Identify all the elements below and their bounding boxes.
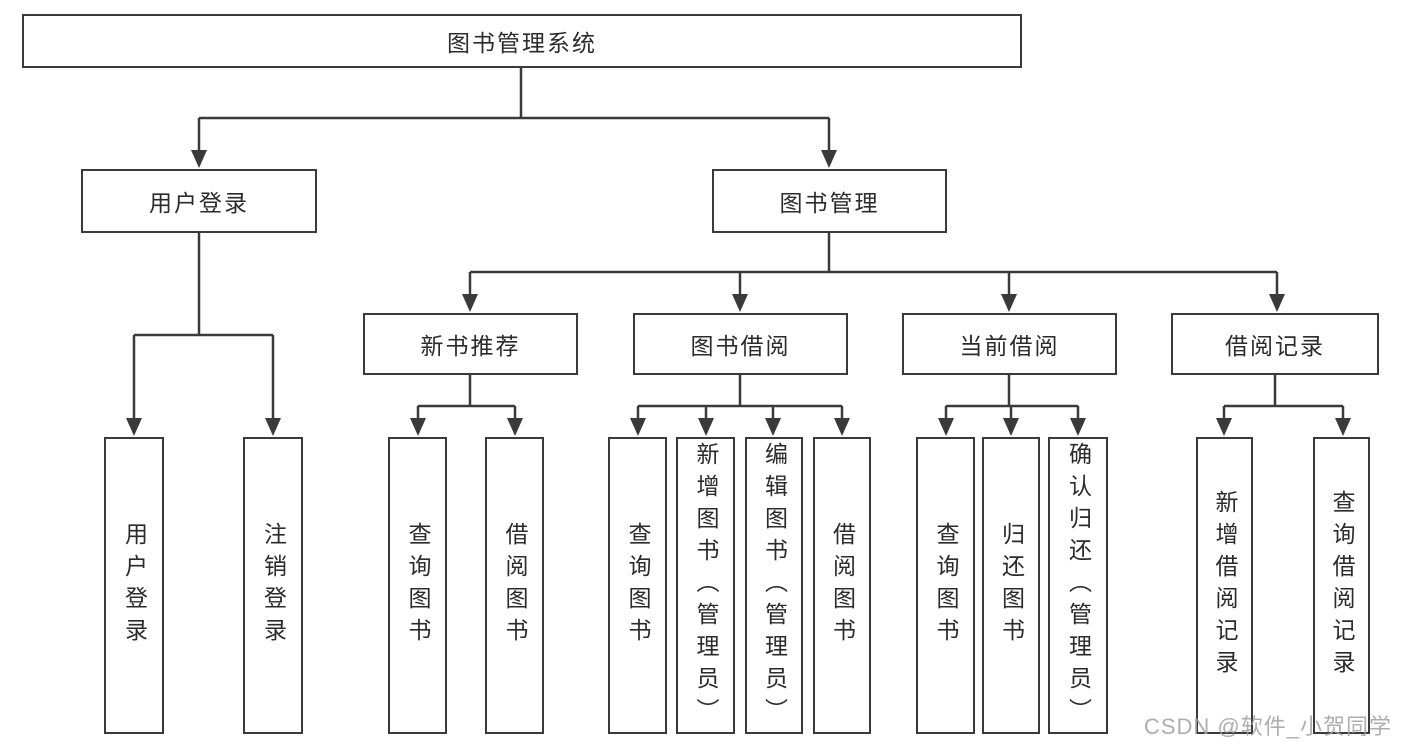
connector-user-login-children	[126, 233, 281, 436]
node-borrowing-records: 借阅记录	[1171, 313, 1379, 375]
leaf-query-borrow-record: 查询借阅记录	[1313, 437, 1370, 734]
leaf-user-login: 用户登录	[104, 437, 164, 734]
leaf-return-books: 归还图书	[982, 437, 1040, 734]
node-book-management: 图书管理	[712, 169, 947, 233]
connector-book-borrowing-children	[630, 375, 850, 436]
leaf-borrow-books-recommend: 借阅图书	[485, 437, 544, 734]
leaf-borrow-books: 借阅图书	[813, 437, 871, 734]
leaf-query-books-current: 查询图书	[916, 437, 975, 734]
node-book-borrowing: 图书借阅	[633, 313, 848, 375]
leaf-query-books-borrowing: 查询图书	[608, 437, 667, 734]
connector-new-book-recommend-children	[410, 375, 523, 436]
leaf-logout: 注销登录	[243, 437, 303, 734]
leaf-query-books-recommend: 查询图书	[388, 437, 447, 734]
leaf-edit-books-admin: 编辑图书（管理员）	[745, 437, 803, 734]
node-new-book-recommend: 新书推荐	[363, 313, 578, 375]
connector-current-borrowing-children	[938, 375, 1086, 436]
node-current-borrowing: 当前借阅	[902, 313, 1117, 375]
leaf-confirm-return-admin: 确认归还（管理员）	[1048, 437, 1108, 734]
node-user-login: 用户登录	[81, 169, 317, 233]
connector-borrowing-records-children	[1216, 375, 1351, 436]
leaf-add-books-admin: 新增图书（管理员）	[676, 437, 735, 734]
node-root-library-management-system: 图书管理系统	[22, 14, 1022, 68]
leaf-add-borrow-record: 新增借阅记录	[1196, 437, 1253, 734]
connector-book-management-children	[462, 233, 1285, 312]
connector-root-to-level2	[191, 68, 837, 168]
csdn-watermark: CSDN @软件_小贺同学	[1143, 714, 1392, 739]
